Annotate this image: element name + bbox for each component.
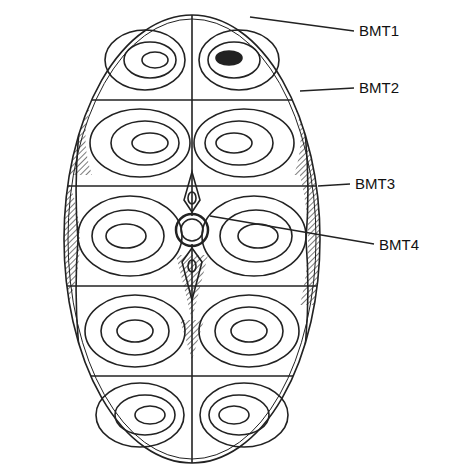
callout-label: BMT1 bbox=[359, 23, 399, 40]
leader-lines bbox=[210, 17, 374, 244]
callout-label: BMT2 bbox=[359, 80, 399, 97]
callout-label: BMT4 bbox=[379, 237, 419, 254]
callout-label: BMT3 bbox=[355, 176, 395, 193]
